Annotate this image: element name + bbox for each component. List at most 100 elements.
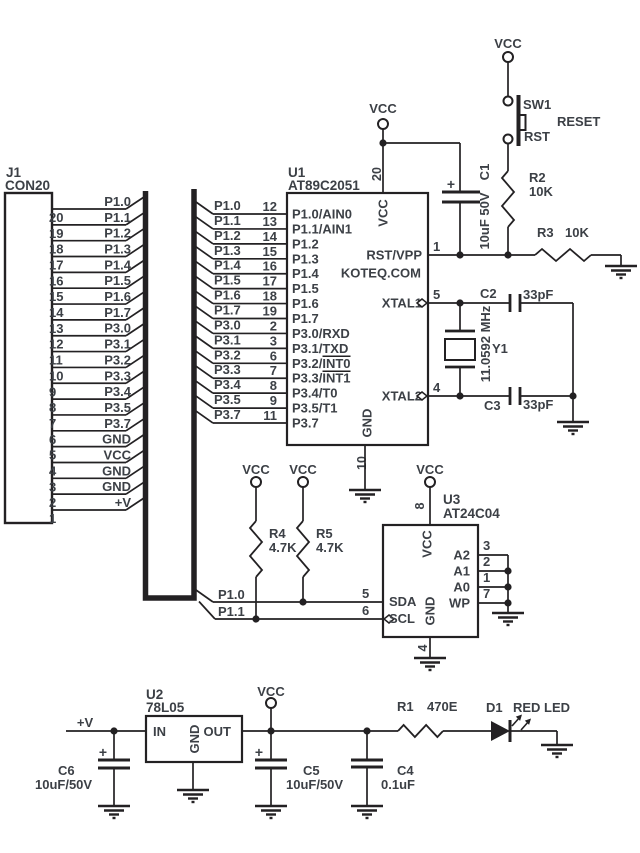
u1-pin-number: 13	[263, 214, 277, 229]
j1-connector-box	[3, 191, 54, 525]
pin-diamond	[382, 614, 396, 624]
j1-pin-number: 6	[49, 432, 56, 447]
sw1-contact	[502, 133, 514, 145]
u1-brand: KOTEQ.COM	[341, 266, 421, 281]
j1-pin-name: P1.3	[104, 242, 131, 257]
u3-pin-label: WP	[449, 596, 470, 611]
u1-xtal2-label: XTAL2	[382, 389, 422, 404]
c3-ref: C3	[484, 398, 501, 413]
j1-pin-tap	[125, 275, 145, 289]
u3-sda-label: SDA	[389, 594, 417, 609]
u1-pin10-number: 10	[355, 456, 369, 470]
j1-pin-name: P3.7	[104, 416, 131, 431]
j1-pin-number: 9	[49, 384, 56, 399]
j1-pin-name: P3.3	[104, 368, 131, 383]
u1-pin-tap	[195, 231, 214, 245]
u1-pin5-number: 5	[433, 287, 440, 302]
u3-pin-number: 3	[483, 538, 490, 553]
u1-pin-net: P1.4	[214, 258, 242, 273]
u2-in-label: IN	[153, 724, 166, 739]
vcc-net-label: VCC	[369, 101, 397, 116]
d1-ref: D1	[486, 700, 503, 715]
j1-pin-tap	[125, 243, 145, 258]
u1-pin-label: P1.7	[292, 311, 319, 326]
pin-diamond	[415, 391, 429, 401]
u1-pin-tap	[195, 335, 214, 350]
vcc-terminal	[250, 476, 262, 488]
r3-resistor	[534, 247, 592, 263]
j1-pin-name: P1.4	[104, 257, 132, 272]
u1-pin1-number: 1	[433, 239, 440, 254]
u1-pin-net: P3.0	[214, 317, 241, 332]
u1-pin-net: P3.1	[214, 332, 241, 347]
j1-pin-tap	[125, 433, 145, 448]
j1-pin-number: 1	[49, 511, 56, 526]
r3-ref: R3	[537, 225, 554, 240]
c6-ref: C6	[58, 763, 75, 778]
j1-pin-name: P3.0	[104, 321, 131, 336]
u1-pin-net: P1.6	[214, 288, 241, 303]
j1-pin-tap	[125, 497, 145, 511]
j1-pin-name: GND	[102, 432, 131, 447]
u1-pin-label: P3.5/T1	[292, 401, 338, 416]
sda-tap	[195, 589, 214, 603]
vcc-terminal	[377, 118, 389, 130]
u1-pin-label: P1.5	[292, 281, 319, 296]
u3-pin-label: A1	[453, 564, 470, 579]
r4-ref: R4	[269, 526, 286, 541]
j1-pin-number: 20	[49, 210, 63, 225]
reset-label: RESET	[557, 114, 600, 129]
u1-pin-net: P1.5	[214, 273, 241, 288]
u1-rst-label: RST/VPP	[366, 248, 422, 263]
u1-pin-number: 2	[270, 318, 277, 333]
u3-pin-label: A2	[453, 548, 470, 563]
u1-pin-label: P1.0/AIN0	[292, 207, 352, 222]
j1-pin-number: 11	[49, 353, 63, 368]
u1-pin-number: 7	[270, 363, 277, 378]
junction-dot	[504, 583, 512, 591]
sw1-actuator	[517, 114, 527, 131]
u1-pin-label: P1.4	[292, 266, 320, 281]
vcc-net-label: VCC	[289, 462, 317, 477]
vcc-terminal	[297, 476, 309, 488]
u1-pin20-number: 20	[370, 167, 384, 181]
r1-value: 470E	[427, 699, 458, 714]
y1-body	[444, 338, 476, 361]
j1-pin-tap	[125, 418, 145, 432]
j1-pin-number: 2	[49, 495, 56, 510]
j1-pin-name: GND	[102, 479, 131, 494]
j1-pin-name: P1.7	[104, 305, 131, 320]
r5-value: 4.7K	[316, 540, 344, 555]
c4-ref: C4	[397, 763, 414, 778]
vcc-net-label: VCC	[494, 36, 522, 51]
u1-pin-tap	[195, 216, 214, 230]
u1-pin-label: P3.1/TXD	[292, 341, 348, 356]
j1-pin-tap	[125, 196, 145, 210]
j1-pin-tap	[125, 323, 145, 337]
j1-pin-tap	[125, 370, 145, 384]
c5-ground	[255, 804, 287, 820]
u1-pin-number: 6	[270, 348, 277, 363]
c4-ground	[351, 804, 383, 820]
u1-pin-net: P1.1	[214, 213, 241, 228]
u1-pin-net: P1.7	[214, 303, 241, 318]
u1-pin-tap	[195, 365, 214, 379]
u1-pin-net: P3.3	[214, 362, 241, 377]
u1-part: AT89C2051	[288, 178, 360, 193]
u1-pin-tap	[195, 261, 214, 275]
j1-pin-tap	[125, 259, 145, 274]
u1-pin-tap	[195, 201, 214, 215]
u1-ref: U1	[288, 165, 306, 180]
y1-value: 11.0592 MHz	[478, 305, 493, 382]
r4-value: 4.7K	[269, 540, 297, 555]
j1-pin-name: P3.2	[104, 352, 131, 367]
j1-pin-number: 18	[49, 242, 63, 257]
u3-pin6-number: 6	[362, 603, 369, 618]
y1-ref: Y1	[492, 341, 508, 356]
j1-pin-tap	[125, 354, 145, 369]
u3-pin-number: 1	[483, 570, 490, 585]
j1-pin-number: 5	[49, 448, 56, 463]
j1-pin-number: 3	[49, 479, 56, 494]
u1-pin-tap	[195, 350, 214, 364]
u1-pin-label: P3.4/T0	[292, 386, 338, 401]
